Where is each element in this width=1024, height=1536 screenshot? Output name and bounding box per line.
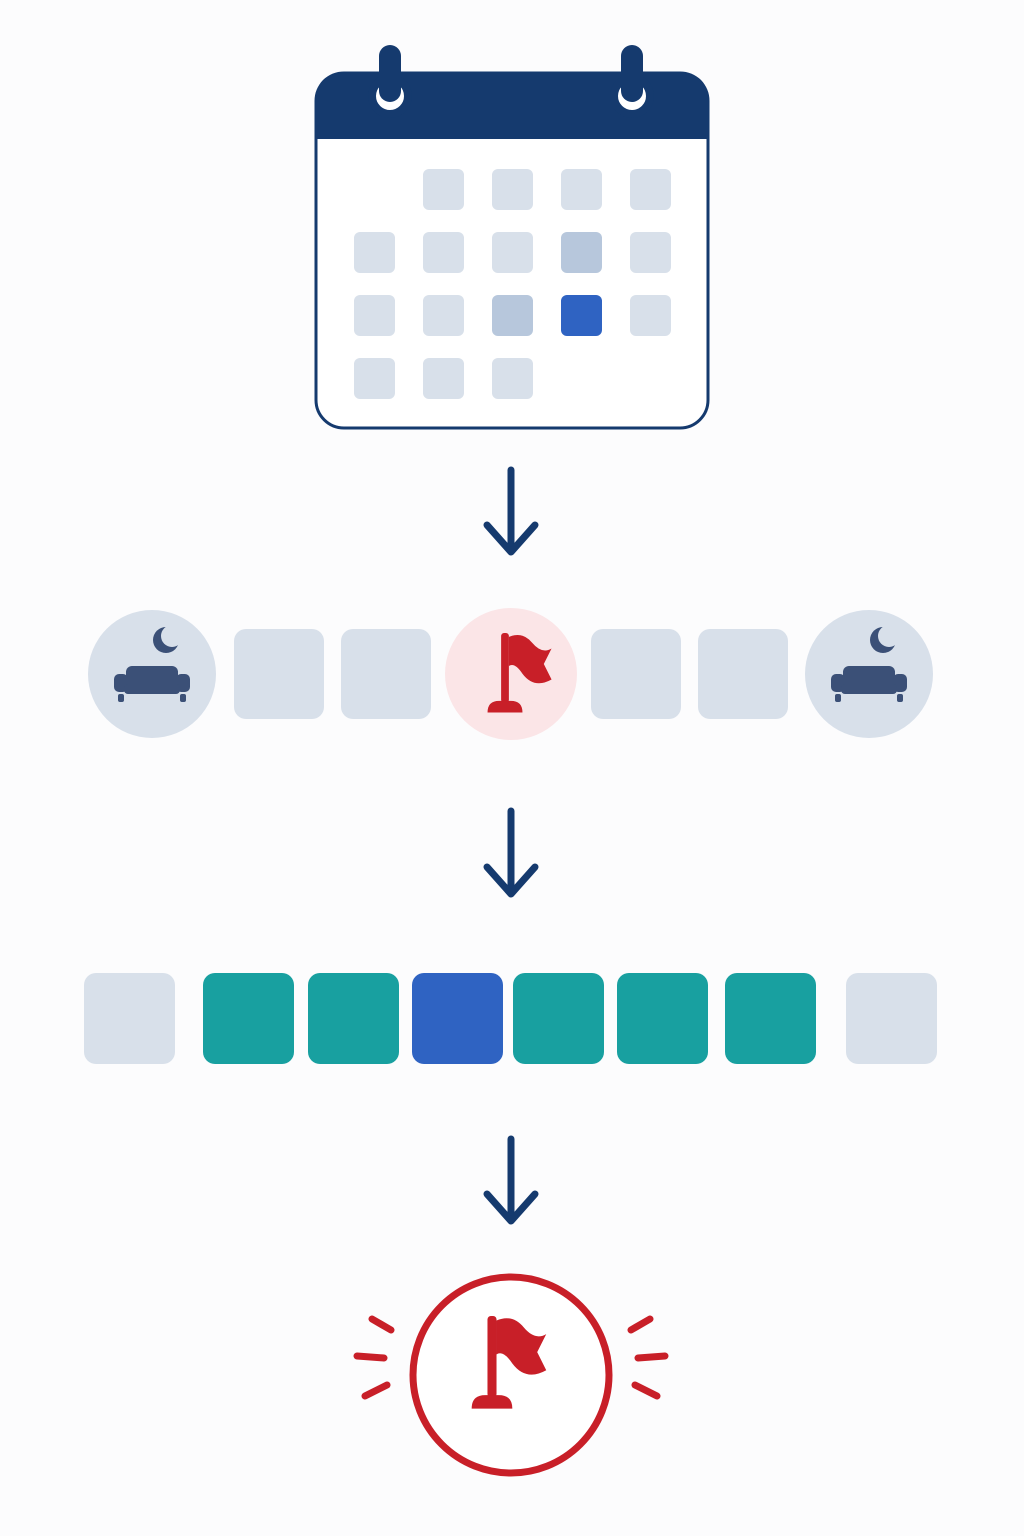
calendar-day-neutral — [354, 232, 395, 273]
week-row — [88, 608, 933, 740]
week-day-tile — [698, 629, 788, 719]
calendar-day-selected — [561, 295, 602, 336]
sofa-moon-icon — [831, 625, 907, 702]
streak-day-teal — [203, 973, 294, 1064]
streak-day-teal — [513, 973, 604, 1064]
streak-day-teal — [308, 973, 399, 1064]
streak-day-blue — [412, 973, 503, 1064]
arrow-down-icon — [483, 807, 539, 898]
calendar-day-neutral — [630, 295, 671, 336]
calendar-grid — [354, 169, 671, 399]
streak-day-teal — [617, 973, 708, 1064]
sofa-moon-icon — [114, 625, 190, 702]
calendar-day-muted — [561, 232, 602, 273]
week-day-tile — [341, 629, 431, 719]
calendar-day-neutral — [354, 358, 395, 399]
week-day-tile — [591, 629, 681, 719]
week-day-tile — [234, 629, 324, 719]
streak-day-teal — [725, 973, 816, 1064]
event-day-badge — [445, 608, 577, 740]
calendar-day-muted — [492, 295, 533, 336]
calendar-day-neutral — [423, 232, 464, 273]
streak-row — [84, 973, 937, 1064]
calendar-ring-left — [368, 45, 412, 118]
calendar-day-neutral — [630, 169, 671, 210]
flag-icon — [487, 633, 552, 713]
streak-day-neutral — [846, 973, 937, 1064]
calendar-header — [316, 73, 708, 139]
calendar-day-neutral — [561, 169, 602, 210]
flag-icon — [471, 1316, 547, 1409]
calendar-day-neutral — [492, 169, 533, 210]
burst-lines-left — [353, 1315, 395, 1400]
calendar-day-neutral — [492, 358, 533, 399]
arrow-down-icon — [483, 466, 539, 556]
calendar-day-neutral — [354, 295, 395, 336]
calendar-ring-right — [610, 45, 654, 118]
result-ring — [409, 1273, 613, 1477]
arrow-down-icon — [483, 1135, 539, 1225]
calendar-day-neutral — [630, 232, 671, 273]
calendar-day-neutral — [423, 358, 464, 399]
result-flag-badge — [353, 1273, 669, 1477]
calendar-day-neutral — [423, 295, 464, 336]
burst-lines-right — [627, 1315, 669, 1400]
calendar-icon — [314, 45, 710, 430]
calendar-day-neutral — [423, 169, 464, 210]
streak-day-neutral — [84, 973, 175, 1064]
calendar-day-neutral — [492, 232, 533, 273]
